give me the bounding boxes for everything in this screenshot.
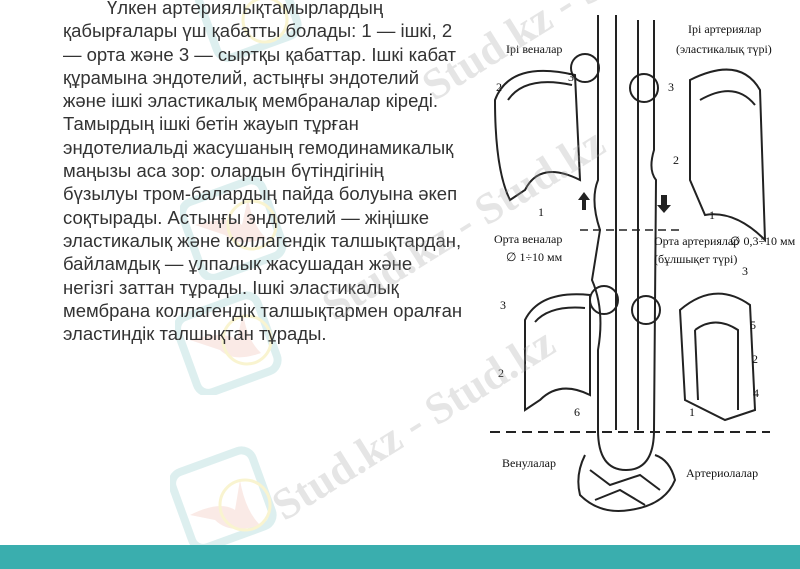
label-large-veins: Ірі веналар: [506, 42, 563, 56]
body-text: Үлкен артериялықтамырлардың қабырғалары …: [63, 0, 463, 345]
layer-number: 1: [689, 405, 695, 419]
paragraph: Үлкен артериялықтамырлардың қабырғалары …: [63, 0, 463, 345]
layer-number: 2: [673, 153, 679, 167]
label-large-arteries: Ірі артериялар: [688, 22, 762, 36]
label-venules: Венулалар: [502, 456, 556, 470]
layer-number: 2: [496, 80, 502, 94]
hummingbird-logo-icon: [180, 176, 287, 280]
vessel-illustration-icon: [490, 15, 770, 512]
layer-number: 3: [568, 70, 574, 84]
label-medium-veins-diameter: ∅ 1÷10 мм: [506, 250, 563, 264]
layer-number: 6: [574, 405, 580, 419]
footer-bar: [0, 545, 800, 569]
layer-number: 5: [750, 318, 756, 332]
layer-number: 2: [752, 352, 758, 366]
hummingbird-logo-icon: [170, 446, 277, 550]
layer-number: 3: [668, 80, 674, 94]
layer-number: 2: [498, 366, 504, 380]
hummingbird-logo-icon: [175, 291, 282, 395]
blood-vessel-diagram: Ірі веналар Ірі артериялар (эластикалық …: [480, 0, 800, 545]
layer-number: 3: [500, 298, 506, 312]
layer-number: 4: [753, 386, 759, 400]
label-arterioles: Артериолалар: [686, 466, 759, 480]
label-medium-arteries: Орта артериялар: [654, 234, 740, 248]
label-medium-arteries-diameter: ∅ 0,3÷10 мм: [730, 234, 796, 248]
layer-number: 1: [538, 205, 544, 219]
layer-number: 1: [709, 208, 715, 222]
label-medium-veins: Орта веналар: [494, 232, 563, 246]
hummingbird-logo-icon: [195, 0, 302, 62]
layer-number: 3: [742, 264, 748, 278]
label-large-arteries-type: (эластикалық түрі): [676, 42, 772, 56]
label-medium-arteries-type: (бұлшықет түрі): [654, 252, 738, 266]
